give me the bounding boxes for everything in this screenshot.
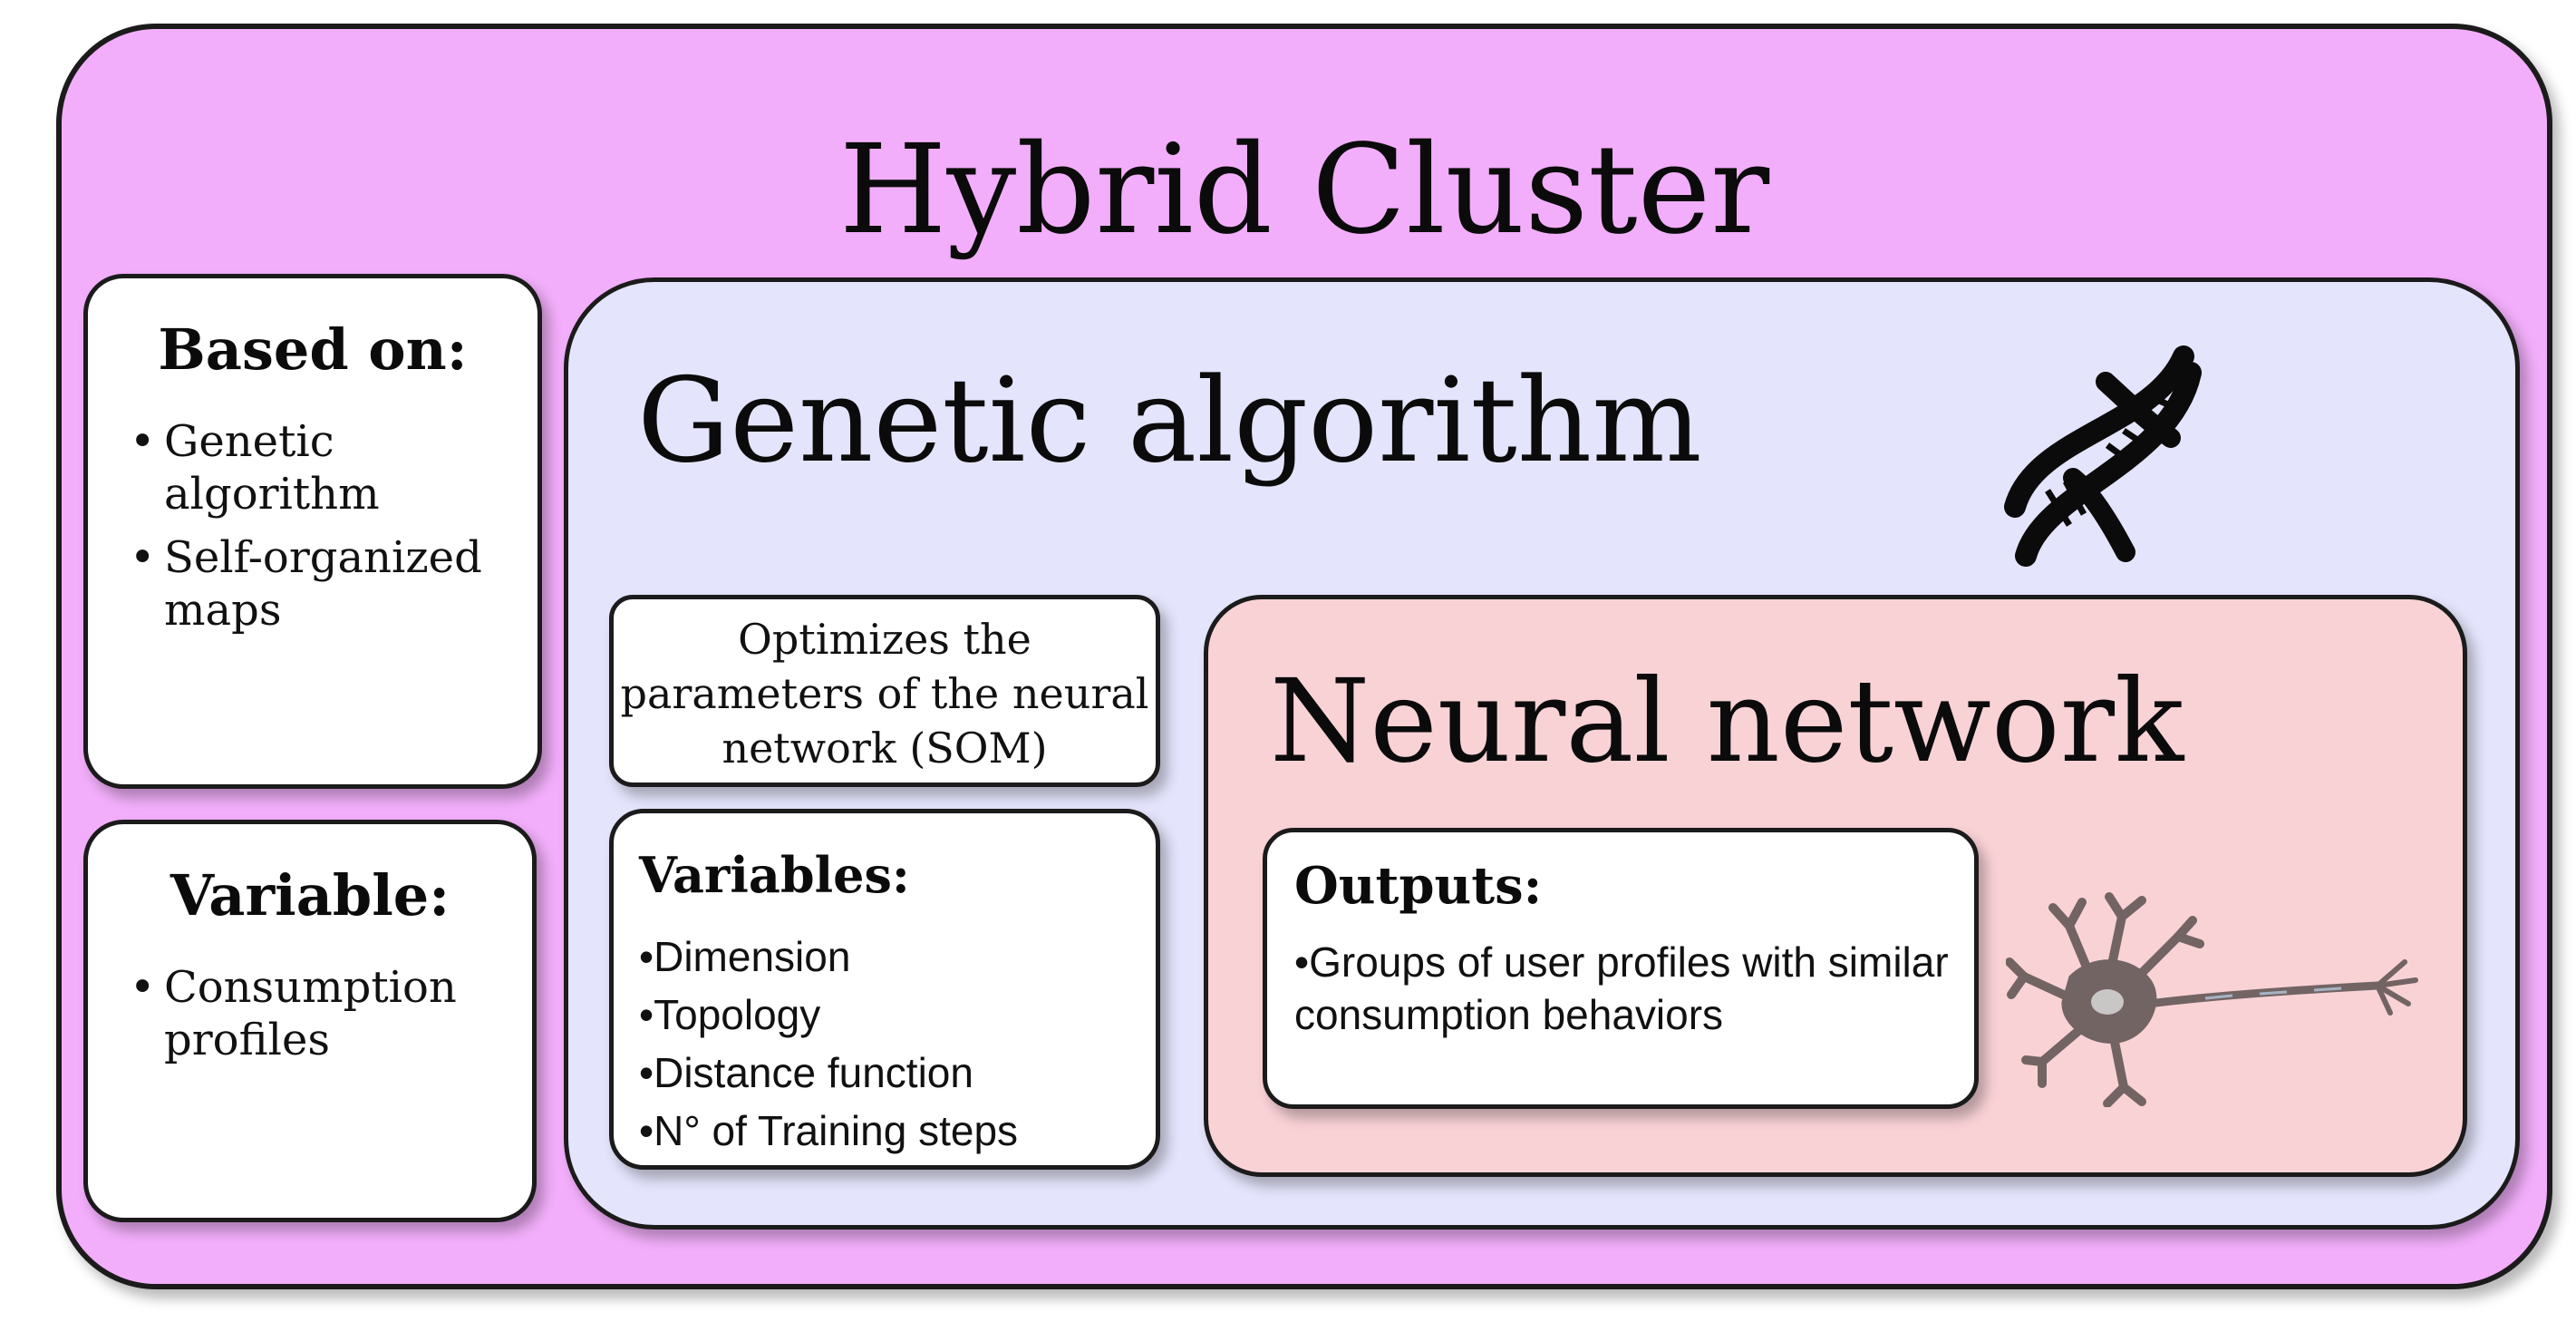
- outputs-box: Outputs: •Groups of user profiles with s…: [1263, 828, 1979, 1109]
- variables-item: Distance function: [639, 1044, 1156, 1102]
- variables-item: Topology: [639, 986, 1156, 1044]
- neural-network-title: Neural network: [1270, 655, 2184, 788]
- neuron-icon: [2006, 892, 2418, 1107]
- hybrid-cluster-title: Hybrid Cluster: [838, 119, 1770, 262]
- optimizes-text: Optimizes the parameters of the neural n…: [620, 615, 1149, 773]
- variables-list: Dimension Topology Distance function N° …: [614, 928, 1156, 1160]
- based-on-item: Genetic algorithm: [130, 415, 537, 520]
- based-on-list: Genetic algorithm Self-organized maps: [88, 415, 537, 637]
- outputs-heading: Outputs:: [1294, 856, 1543, 916]
- dna-icon: [2004, 345, 2202, 567]
- variable-box: Variable: Consumption profiles: [83, 820, 537, 1222]
- based-on-box: Based on: Genetic algorithm Self-organiz…: [83, 274, 542, 789]
- variables-item: Dimension: [639, 928, 1156, 986]
- outputs-text: •Groups of user profiles with similar co…: [1294, 938, 1949, 1038]
- variables-item-label: Topology: [654, 991, 821, 1038]
- variables-box: Variables: Dimension Topology Distance f…: [609, 809, 1160, 1170]
- based-on-heading: Based on:: [158, 316, 468, 383]
- variables-item-label: Distance function: [654, 1049, 973, 1096]
- variable-list: Consumption profiles: [88, 961, 532, 1066]
- variables-heading: Variables:: [639, 846, 910, 904]
- genetic-algorithm-title: Genetic algorithm: [637, 354, 1702, 489]
- variable-heading: Variable:: [169, 862, 450, 928]
- variables-item-label: Dimension: [654, 933, 851, 980]
- variables-item-label: N° of Training steps: [654, 1107, 1019, 1154]
- variables-item: N° of Training steps: [639, 1102, 1156, 1160]
- optimizes-box: Optimizes the parameters of the neural n…: [609, 595, 1160, 787]
- neural-network-box: Neural network Outputs: •Groups of user …: [1204, 595, 2467, 1177]
- based-on-item: Self-organized maps: [130, 531, 537, 637]
- variable-item: Consumption profiles: [130, 961, 532, 1066]
